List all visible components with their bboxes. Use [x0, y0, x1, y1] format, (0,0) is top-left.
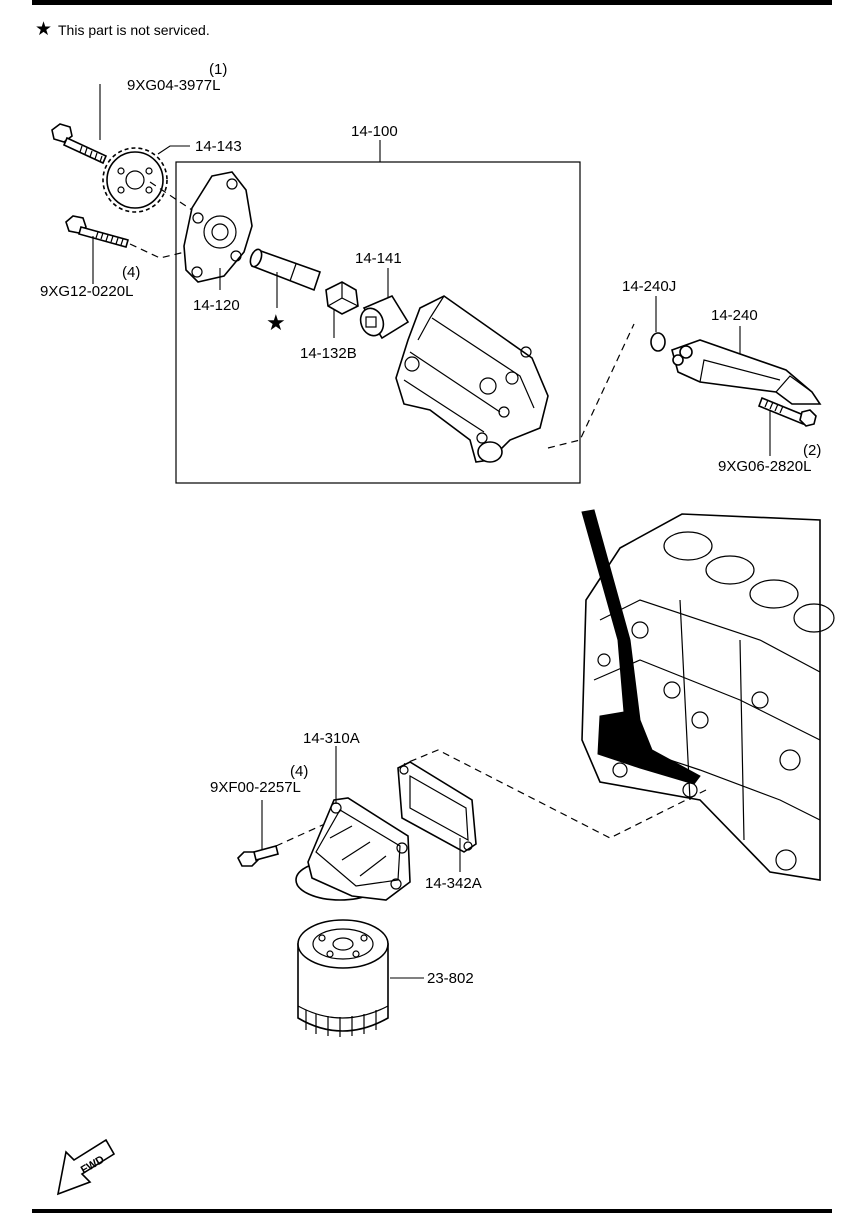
star-icon: ★	[35, 19, 52, 40]
cover-bolt	[65, 215, 129, 248]
inner-rotor	[359, 294, 410, 340]
callout-bolt-filter-body-qty: (4)	[290, 763, 308, 780]
callout-pump-assembly: 14-100	[351, 123, 398, 140]
coupling	[325, 281, 359, 315]
pipe-bolt	[757, 396, 817, 427]
fwd-arrow-icon: FWD	[56, 1138, 116, 1196]
callout-oil-pipe: 14-240	[711, 307, 758, 324]
callout-bolt-cover-qty: (4)	[122, 264, 140, 281]
callout-filter-body: 14-310A	[303, 730, 360, 747]
callout-pump-cover: 14-120	[193, 297, 240, 314]
oil-filter	[297, 919, 389, 1037]
gasket	[397, 761, 477, 853]
callout-coupling: 14-132B	[300, 345, 357, 362]
filter-body-bolt	[237, 845, 279, 867]
note-text: This part is not serviced.	[58, 22, 210, 38]
bottom-rule	[32, 1209, 832, 1213]
callout-bolt-sprocket: 9XG04-3977L	[127, 77, 220, 94]
leader-sprocket	[157, 145, 190, 155]
callout-bolt-filter-body: 9XF00-2257L	[210, 779, 301, 796]
cylinder-block	[581, 513, 835, 881]
callout-bolt-pipe: 9XG06-2820L	[718, 458, 811, 475]
sprocket	[102, 147, 168, 213]
pump-shaft	[249, 248, 322, 292]
callout-gasket: 14-342A	[425, 875, 482, 892]
dash-housing-to-pipe	[547, 323, 635, 449]
callout-o-ring: 14-240J	[622, 278, 676, 295]
o-ring	[650, 332, 666, 352]
callout-bolt-cover: 9XG12-0220L	[40, 283, 133, 300]
filter-body	[295, 797, 411, 901]
pump-cover	[183, 171, 253, 283]
dash-block-to-gasket	[403, 749, 707, 839]
callout-sprocket: 14-143	[195, 138, 242, 155]
callout-oil-filter: 23-802	[427, 970, 474, 987]
callout-bolt-sprocket-qty: (1)	[209, 61, 227, 78]
dash-bolt-to-cover	[129, 243, 186, 259]
oil-pipe	[671, 339, 822, 405]
dash-sprocket-to-cover	[149, 181, 193, 211]
top-rule	[32, 0, 832, 5]
pump-assembly-frame	[175, 161, 581, 484]
pump-housing	[395, 295, 549, 463]
callout-rotor: 14-141	[355, 250, 402, 267]
not-serviced-star-icon: ★	[266, 310, 286, 335]
callout-bolt-pipe-qty: (2)	[803, 442, 821, 459]
highlight-oil-strainer	[581, 509, 701, 785]
sprocket-bolt	[51, 123, 108, 165]
